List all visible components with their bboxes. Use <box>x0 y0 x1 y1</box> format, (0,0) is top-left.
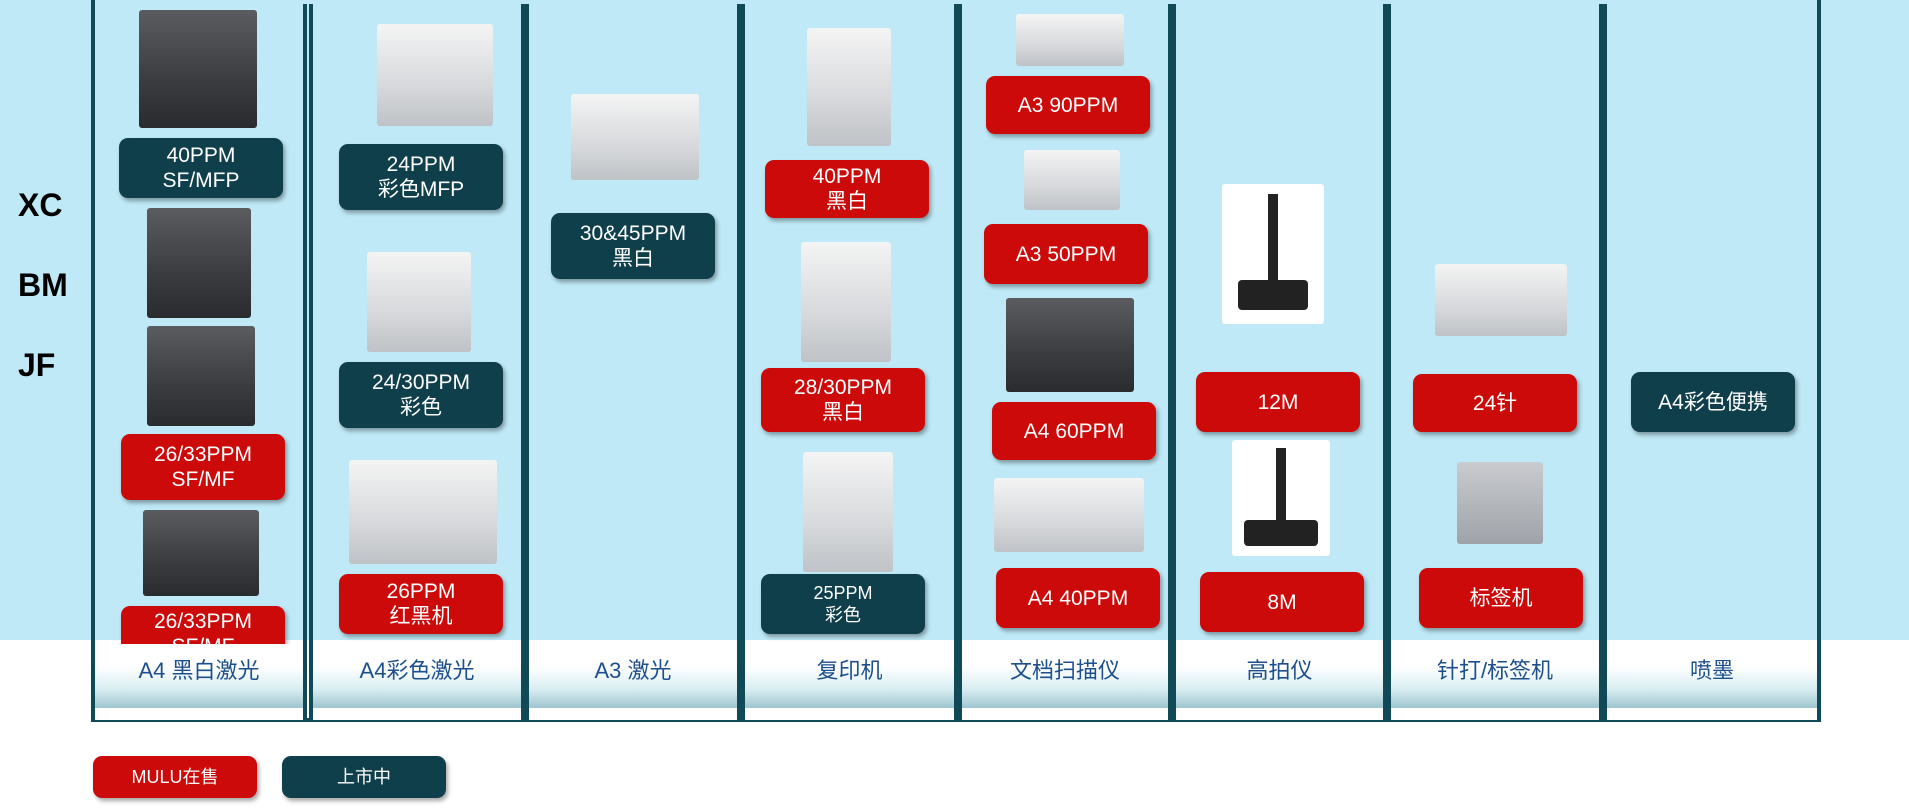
row-label-bm: BM <box>18 267 68 303</box>
column-footer <box>1607 708 1817 720</box>
column-title: 文档扫描仪 <box>962 644 1168 708</box>
column-footer <box>1391 708 1599 720</box>
column-title: A4 黑白激光 <box>95 644 303 708</box>
copier-image <box>803 452 893 572</box>
color-printer-image <box>367 252 471 352</box>
badge-a4-40ppm: A4 40PPM <box>996 568 1160 628</box>
legend-mulu-on-sale: MULU在售 <box>93 756 257 798</box>
column-inkjet: A4彩色便携 喷墨 <box>1603 4 1821 720</box>
badge-a4-60ppm: A4 60PPM <box>992 402 1156 460</box>
column-footer <box>962 708 1168 720</box>
copier-image <box>807 28 891 146</box>
column-footer <box>1176 708 1383 720</box>
badge-12m: 12M <box>1196 372 1360 432</box>
column-document-scanner: A3 90PPM A3 50PPM A4 60PPM A4 40PPM 文档扫描… <box>958 4 1172 720</box>
label-printer-image <box>1457 462 1543 544</box>
row-label-xc: XC <box>18 187 63 223</box>
scanner-image <box>1016 14 1124 66</box>
scanner-image <box>994 478 1144 552</box>
badge-a4-color-portable: A4彩色便携 <box>1631 372 1795 432</box>
copier-image <box>801 242 891 362</box>
document-camera-image <box>1232 440 1330 556</box>
column-document-camera: 12M 8M 高拍仪 <box>1172 4 1387 720</box>
legend-launching: 上市中 <box>282 756 446 798</box>
color-mfp-image <box>377 24 493 126</box>
column-footer <box>95 708 303 720</box>
column-title: 高拍仪 <box>1176 644 1383 708</box>
column-footer <box>313 708 521 720</box>
scanner-image <box>1006 298 1134 392</box>
printer-mf-image <box>147 326 255 426</box>
column-title: 针打/标签机 <box>1391 644 1599 708</box>
row-labels: XC BM JF <box>18 185 68 425</box>
badge-a3-90ppm: A3 90PPM <box>986 76 1150 134</box>
column-title: 复印机 <box>745 644 954 708</box>
column-title: A3 激光 <box>529 644 737 708</box>
printer-sf-image <box>143 510 259 596</box>
row-label-jf: JF <box>18 347 56 383</box>
badge-label-printer: 标签机 <box>1419 568 1583 628</box>
scanner-image <box>1024 150 1120 210</box>
document-camera-image <box>1222 184 1324 324</box>
badge-a3-50ppm: A3 50PPM <box>984 224 1148 284</box>
column-title: A4彩色激光 <box>313 644 521 708</box>
red-black-printer-image <box>349 460 497 564</box>
column-footer <box>529 708 737 720</box>
badge-8m: 8M <box>1200 572 1364 632</box>
column-dot-matrix-label: 24针 标签机 针打/标签机 <box>1387 4 1603 720</box>
badge-24-pin: 24针 <box>1413 374 1577 432</box>
dot-matrix-printer-image <box>1435 264 1567 336</box>
printer-mfp-image <box>139 10 257 128</box>
printer-mfp-image <box>147 208 251 318</box>
column-footer <box>745 708 954 720</box>
column-title: 喷墨 <box>1607 644 1817 708</box>
a3-printer-image <box>571 94 699 180</box>
